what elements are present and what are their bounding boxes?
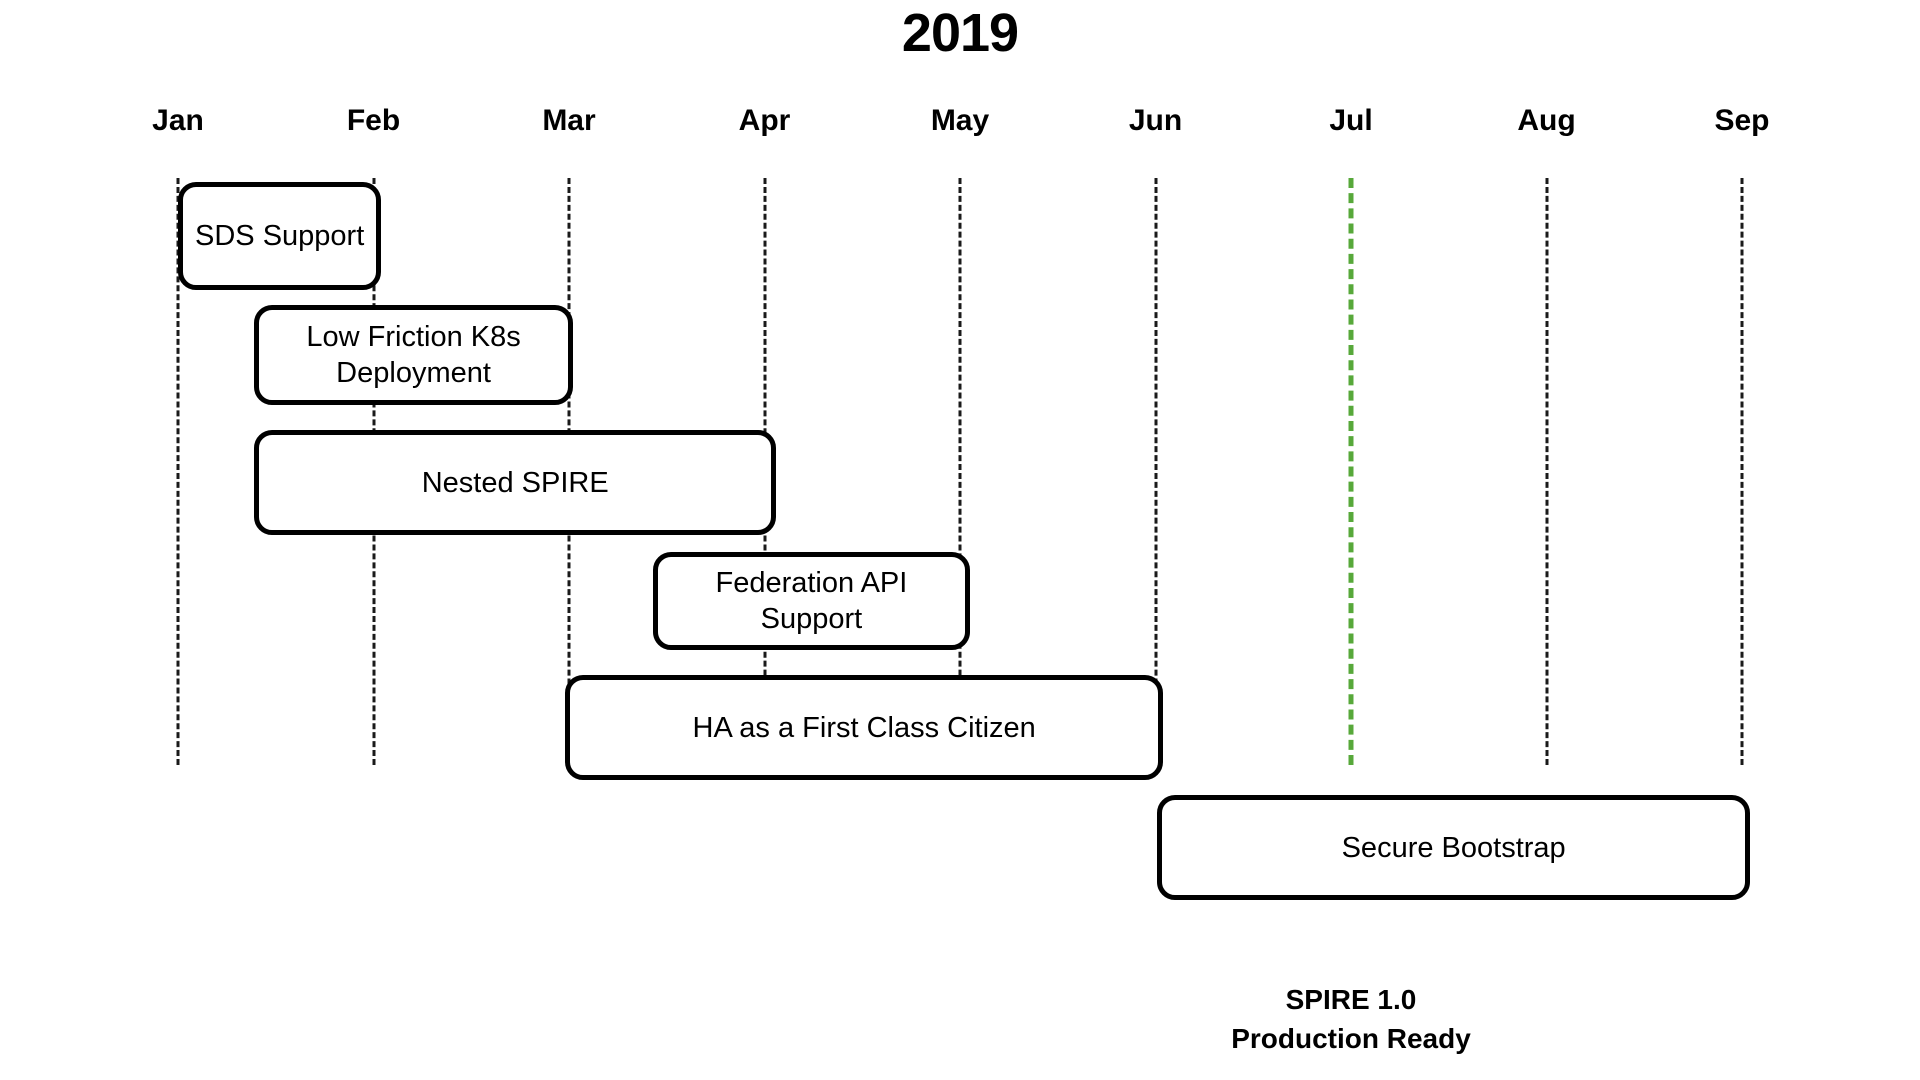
task-bar[interactable]: HA as a First Class Citizen bbox=[565, 675, 1164, 780]
milestone-gridline-jul bbox=[1348, 178, 1354, 765]
task-bar[interactable]: Federation API Support bbox=[653, 552, 970, 650]
gridline-jan bbox=[176, 178, 180, 765]
task-bar[interactable]: SDS Support bbox=[178, 182, 382, 290]
task-bar-label: Nested SPIRE bbox=[421, 466, 609, 499]
task-bar-label: Low Friction K8s Deployment bbox=[306, 321, 521, 389]
gridline-aug bbox=[1545, 178, 1548, 765]
gridline-jun bbox=[1154, 178, 1157, 765]
task-bar-label: Secure Bootstrap bbox=[1341, 831, 1566, 864]
task-bar[interactable]: Low Friction K8s Deployment bbox=[254, 305, 573, 405]
task-bar[interactable]: Nested SPIRE bbox=[254, 430, 777, 535]
task-bar-label: SDS Support bbox=[195, 220, 365, 252]
task-bar-label: Federation API Support bbox=[715, 567, 908, 635]
task-bar-label: HA as a First Class Citizen bbox=[692, 711, 1036, 744]
gridline-may bbox=[958, 178, 962, 765]
gridline-sep bbox=[1740, 178, 1744, 765]
page-title: 2019 bbox=[901, 3, 1019, 63]
task-bar[interactable]: Secure Bootstrap bbox=[1157, 795, 1750, 900]
milestone-annotation: SPIRE 1.0 Production Ready bbox=[1231, 984, 1471, 1054]
